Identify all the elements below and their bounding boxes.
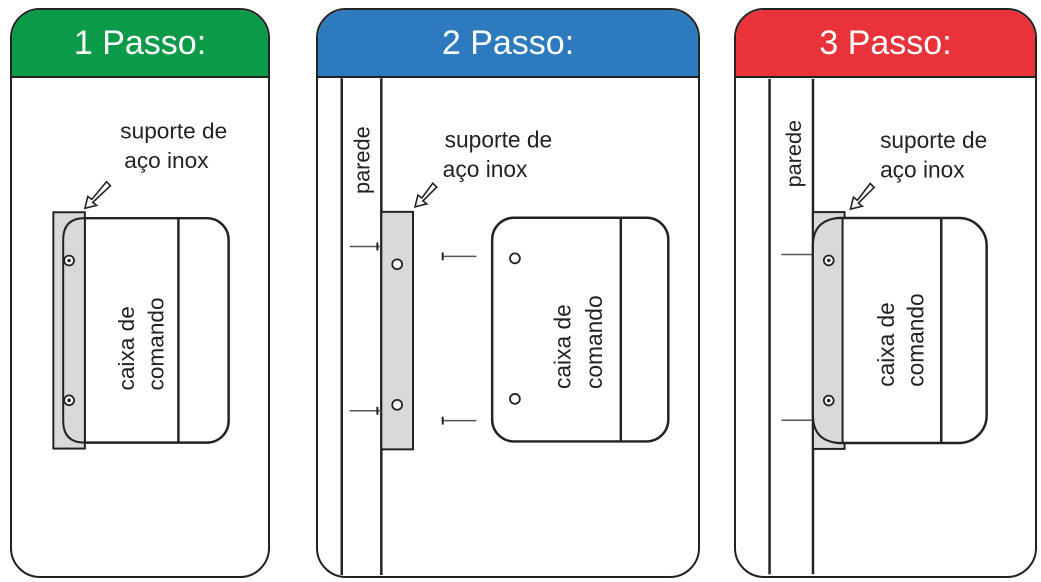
step-2-panel: 2 Passo: parede suporte de [316, 8, 700, 578]
step-1-illustration: suporte de aço inox caixa de comando [52, 118, 230, 450]
screw-head-icon [822, 254, 835, 267]
support-label-line2: aço inox [880, 157, 965, 183]
support-pointer-arrow-icon [849, 182, 876, 211]
step-3-illustration: parede suporte de aço inox caixa [768, 78, 988, 575]
step-3-panel: 3 Passo: parede sup [734, 8, 1037, 578]
step-2-illustration: parede suporte de aço inox [340, 78, 670, 576]
control-box [490, 216, 670, 443]
support-pointer-arrow-icon [83, 180, 112, 210]
box-label-line2: comando [144, 297, 169, 390]
bracket-hole [391, 258, 404, 271]
step-1-panel: 1 Passo: suporte de aço inox caixa de co [10, 8, 270, 578]
support-label-line1: suporte de [880, 127, 987, 153]
support-label-line1: suporte de [445, 127, 553, 153]
box-label-line2: comando [902, 293, 928, 386]
box-label-line1: caixa de [114, 306, 139, 390]
step-3-header: 3 Passo: [736, 10, 1035, 78]
steel-bracket [380, 210, 414, 451]
support-label-line2: aço inox [124, 148, 209, 173]
control-box [811, 216, 988, 445]
support-label-line2: aço inox [443, 156, 528, 182]
screw-icon [349, 242, 382, 251]
steel-bracket [52, 211, 86, 450]
box-label-line1: caixa de [549, 304, 575, 389]
control-box [61, 216, 230, 444]
screw-icon [441, 252, 477, 261]
step-2-header: 2 Passo: [318, 10, 698, 78]
step-1-title: 1 Passo: [73, 23, 207, 62]
bracket-hole [391, 398, 404, 411]
box-label-line2: comando [581, 295, 607, 389]
screw-icon [441, 416, 477, 425]
step-3-title: 3 Passo: [819, 23, 952, 62]
screw-head-icon [63, 254, 75, 267]
box-label-line1: caixa de [873, 302, 899, 387]
step-2-title: 2 Passo: [441, 23, 575, 62]
support-pointer-arrow-icon [413, 181, 438, 208]
wall-label: parede [349, 126, 374, 194]
screw-head-icon [63, 394, 75, 407]
screw-icon [349, 406, 382, 415]
step-1-header: 1 Passo: [12, 10, 268, 78]
support-label-line1: suporte de [120, 118, 227, 143]
screw-head-icon [822, 394, 835, 407]
wall-label: parede [781, 120, 806, 188]
